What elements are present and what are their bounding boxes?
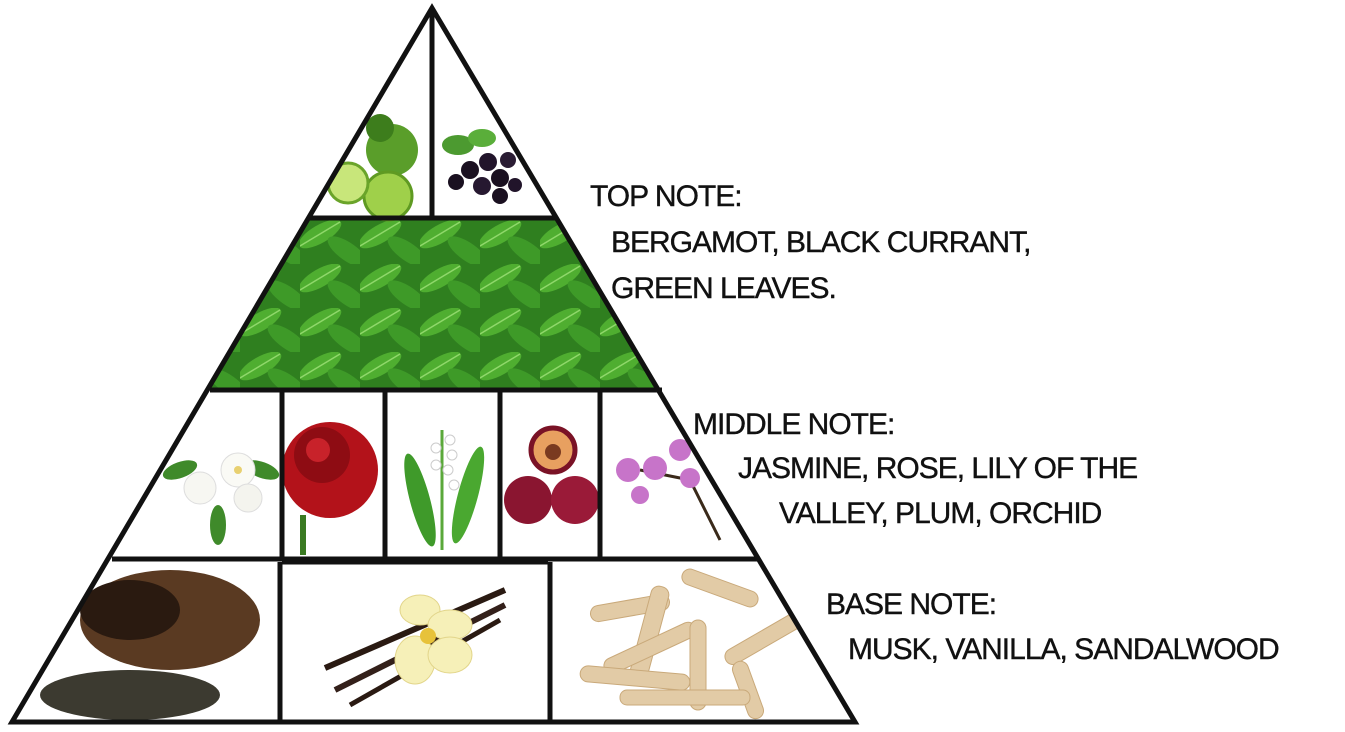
middle-note-line-2: VALLEY, PLUM, ORCHID — [779, 497, 1103, 530]
middle-note-line-1: JASMINE, ROSE, LILY OF THE — [738, 452, 1139, 485]
sandalwood-image — [579, 568, 806, 720]
pyramid-outline — [7, 3, 860, 725]
plum-image — [504, 425, 599, 524]
top-note-line-1: BERGAMOT, BLACK CURRANT, — [611, 226, 1032, 259]
musk-image — [40, 570, 260, 720]
middle-note-heading: MIDDLE NOTE: — [693, 408, 896, 441]
black-currant-image — [442, 129, 522, 204]
jasmine-image — [162, 452, 280, 545]
top-note-heading: TOP NOTE: — [590, 180, 743, 213]
orchid-image — [616, 439, 722, 541]
base-note-heading: BASE NOTE: — [826, 588, 997, 621]
top-note-line-2: GREEN LEAVES. — [611, 272, 837, 305]
bergamot-image — [326, 114, 418, 222]
lily-of-the-valley-image — [404, 430, 485, 550]
base-note-line-1: MUSK, VANILLA, SANDALWOOD — [848, 633, 1280, 666]
vanilla-image — [323, 587, 507, 708]
rose-image — [282, 396, 382, 556]
